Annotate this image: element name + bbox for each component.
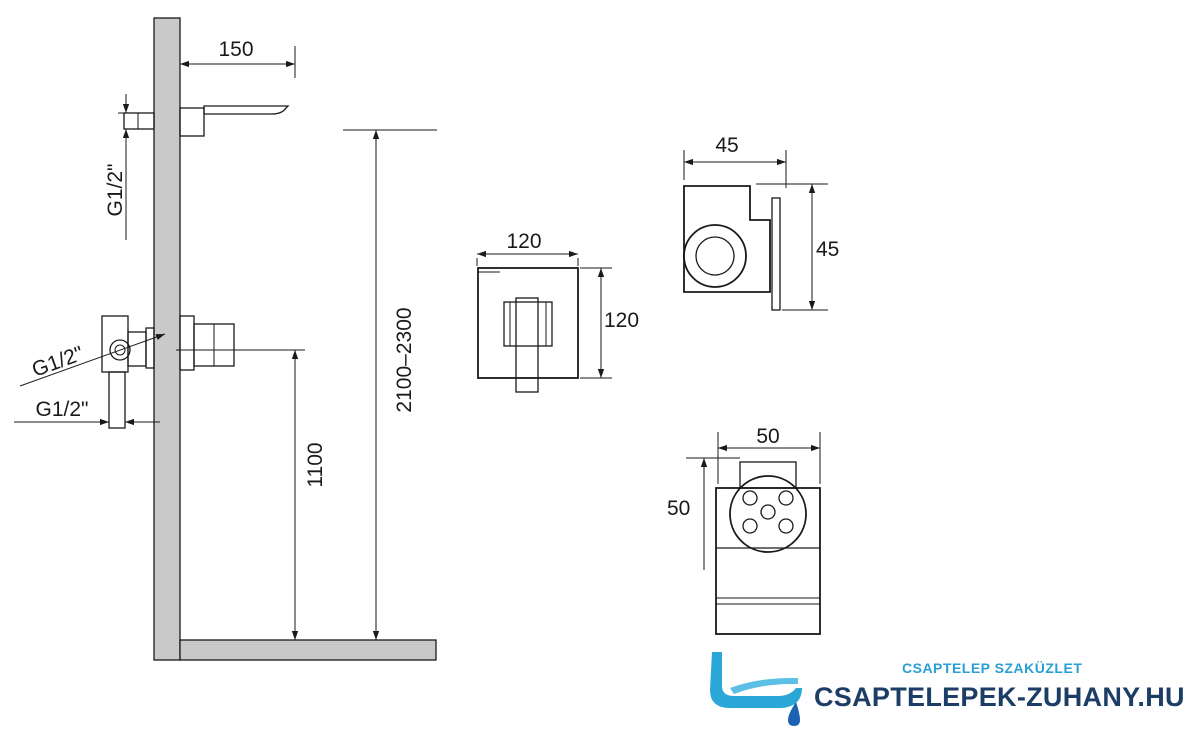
wall-spout (123, 105, 290, 137)
logo-tagline: CSAPTELEP SZAKÜZLET (902, 660, 1083, 676)
dim-g12-mid-label: G1/2" (29, 342, 87, 382)
dim-g12-bottom-label: G1/2" (36, 398, 89, 421)
dim-spout-side-height-label: 45 (816, 238, 839, 261)
spout-side-view: 45 45 (683, 134, 839, 311)
logo-name: CSAPTELEPEK-ZUHANY.HU (814, 682, 1185, 712)
dim-spout-projection: 150 (180, 38, 296, 78)
dim-inlet-bottom: G1/2" (14, 398, 160, 426)
dim-inlet-top: G1/2" (104, 94, 148, 240)
dim-head-height-label: 50 (667, 497, 690, 520)
dim-plate-width-label: 120 (506, 230, 541, 253)
dim-plate-height-label: 120 (604, 309, 639, 332)
dim-150-label: 150 (218, 38, 253, 61)
dim-spout-side-width-label: 45 (715, 134, 738, 157)
floor (179, 639, 437, 661)
faucet-drop-icon (710, 652, 802, 726)
wall (153, 17, 181, 661)
dim-inlet-mid: G1/2" (19, 333, 166, 387)
dim-total-height: 2100–2300 (343, 129, 437, 640)
dim-mixer-height: 1100 (176, 349, 327, 640)
dim-2100-2300-label: 2100–2300 (393, 307, 416, 412)
mixer-plate-front: 120 120 (476, 230, 639, 393)
store-logo[interactable]: CSAPTELEP SZAKÜZLET CSAPTELEPEK-ZUHANY.H… (706, 648, 1186, 728)
mixer-body (101, 315, 235, 429)
shower-head-front: 50 50 (667, 425, 821, 635)
dim-1100-label: 1100 (304, 442, 327, 487)
dim-head-width-label: 50 (756, 425, 779, 448)
dim-g12-top-label: G1/2" (104, 164, 127, 217)
